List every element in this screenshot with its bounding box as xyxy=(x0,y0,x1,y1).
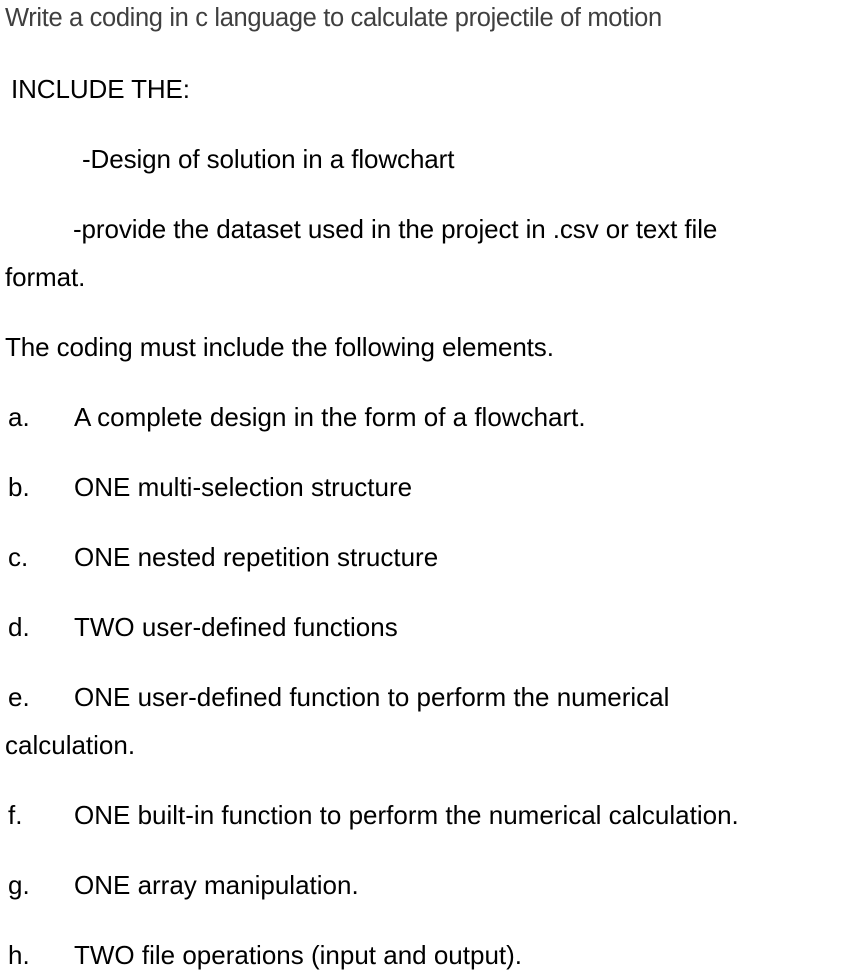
list-item: a. A complete design in the form of a fl… xyxy=(0,404,866,438)
list-marker-h: h. xyxy=(8,940,30,970)
requirement-provide-dataset-continuation: format. xyxy=(5,262,86,292)
list-marker-d: d. xyxy=(8,612,30,642)
list-text-f: ONE built-in function to perform the num… xyxy=(74,800,739,830)
document-title-line: Write a coding in c language to calculat… xyxy=(5,4,662,32)
list-marker-b: b. xyxy=(8,472,30,502)
list-marker-f: f. xyxy=(8,800,23,830)
list-text-e: ONE user-defined function to perform the… xyxy=(74,682,670,712)
elements-intro-line: The coding must include the following el… xyxy=(5,332,554,362)
list-marker-e: e. xyxy=(8,682,30,712)
requirement-design-flowchart: -Design of solution in a flowchart xyxy=(82,144,455,174)
list-text-b: ONE multi-selection structure xyxy=(74,472,413,502)
list-marker-c: c. xyxy=(8,542,29,572)
list-text-h: TWO file operations (input and output). xyxy=(74,940,523,970)
list-item: g. ONE array manipulation. xyxy=(0,872,866,906)
list-marker-a: a. xyxy=(8,402,30,432)
list-text-d: TWO user-defined functions xyxy=(74,612,398,642)
list-text-g: ONE array manipulation. xyxy=(74,870,359,900)
requirement-provide-dataset: -provide the dataset used in the project… xyxy=(73,214,718,244)
list-item: h. TWO file operations (input and output… xyxy=(0,942,866,976)
include-heading: INCLUDE THE: xyxy=(11,74,190,104)
list-marker-g: g. xyxy=(8,870,30,900)
list-text-e-continuation: calculation. xyxy=(5,730,136,760)
list-text-c: ONE nested repetition structure xyxy=(74,542,439,572)
list-item: c. ONE nested repetition structure xyxy=(0,544,866,578)
list-item: f. ONE built-in function to perform the … xyxy=(0,802,866,836)
list-item: d. TWO user-defined functions xyxy=(0,614,866,648)
list-item: b. ONE multi-selection structure xyxy=(0,474,866,508)
list-item: e. ONE user-defined function to perform … xyxy=(0,684,866,766)
list-text-a: A complete design in the form of a flowc… xyxy=(74,402,586,432)
